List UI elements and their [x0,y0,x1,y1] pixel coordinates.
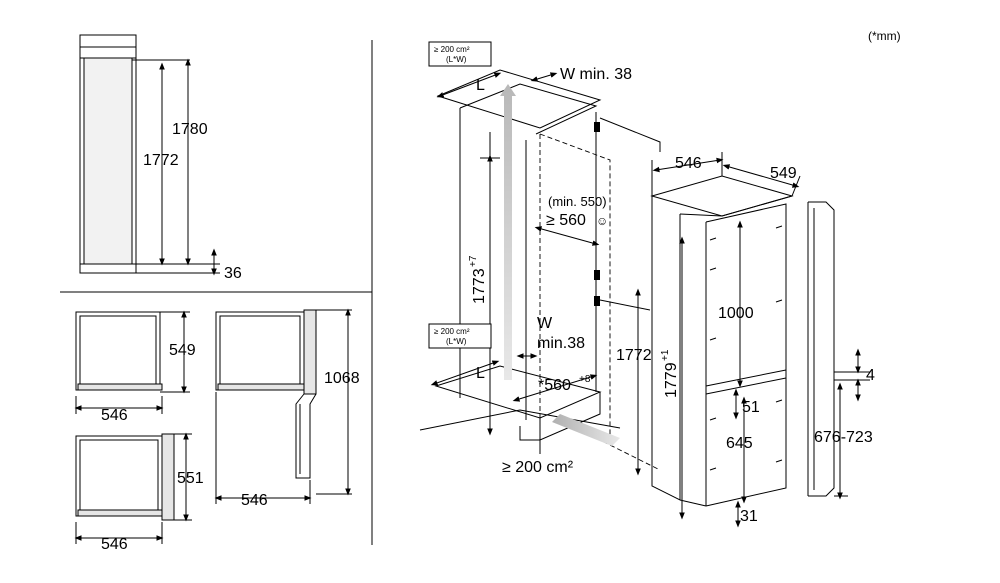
vent-box-mid [428,323,492,349]
dim-niche-width-tol: +8 [579,374,591,385]
top-view [74,310,190,414]
niche-height-label: 1773 +7 [468,255,488,304]
hinge-view [214,308,352,504]
dim-door-range: 676-723 [814,429,873,446]
dim-appliance-width: 546 [675,155,702,172]
dim-top-depth: 549 [169,342,196,359]
dim-total-height-tol: +1 [660,349,671,361]
label-w-mid-2: min.38 [537,335,585,352]
dim-foot: 31 [740,508,758,525]
label-l-mid: L [476,365,485,382]
dim-bottom-width: 546 [101,536,128,553]
side-elevation-view [79,34,220,276]
dim-niche-width: *560 [538,377,571,394]
niche-smiley-icon: ☺ [596,214,608,228]
dim-door-height: 1000 [718,305,754,322]
dim-niche-height: 1773 [471,268,488,304]
niche-drawing [419,69,661,476]
niche-depth-min-1: (min. 550) [548,194,607,209]
dim-bottom-depth: 551 [177,470,204,487]
dim-gap-mid: 51 [742,399,760,416]
dim-niche-height-tol: +7 [468,255,479,267]
vent-area-top-sub: (L*W) [446,55,467,64]
dim-top-width: 546 [101,407,128,424]
vent-area-bottom: ≥ 200 cm² [502,459,574,476]
appliance-drawing [650,152,870,528]
dim-side-height-inner: 1772 [143,152,179,169]
dim-side-height-outer: 1780 [172,121,208,138]
label-w-top: W min. 38 [560,66,632,83]
dim-hinge-depth: 546 [241,492,268,509]
dim-plinth-gap: 36 [224,265,242,282]
dim-lower-door: 645 [726,435,753,452]
units-note: (*mm) [868,29,901,43]
dim-body-height: 1772 [616,347,652,364]
dim-total-height: 1779 [663,362,680,398]
vent-area-top: ≥ 200 cm² [434,45,470,54]
bottom-view [74,432,192,544]
vent-box-top [428,41,492,67]
label-l-top: L [476,77,485,94]
vent-area-mid: ≥ 200 cm² [434,327,470,336]
vent-area-mid-sub: (L*W) [446,337,467,346]
dim-hinge-height: 1068 [324,370,360,387]
dim-door-offset: 4 [866,367,875,384]
label-w-mid-1: W [537,315,553,332]
dim-appliance-depth: 549 [770,165,797,182]
total-height-label: 1779 +1 [660,349,680,398]
niche-depth-min-2: ≥ 560 [546,212,586,229]
